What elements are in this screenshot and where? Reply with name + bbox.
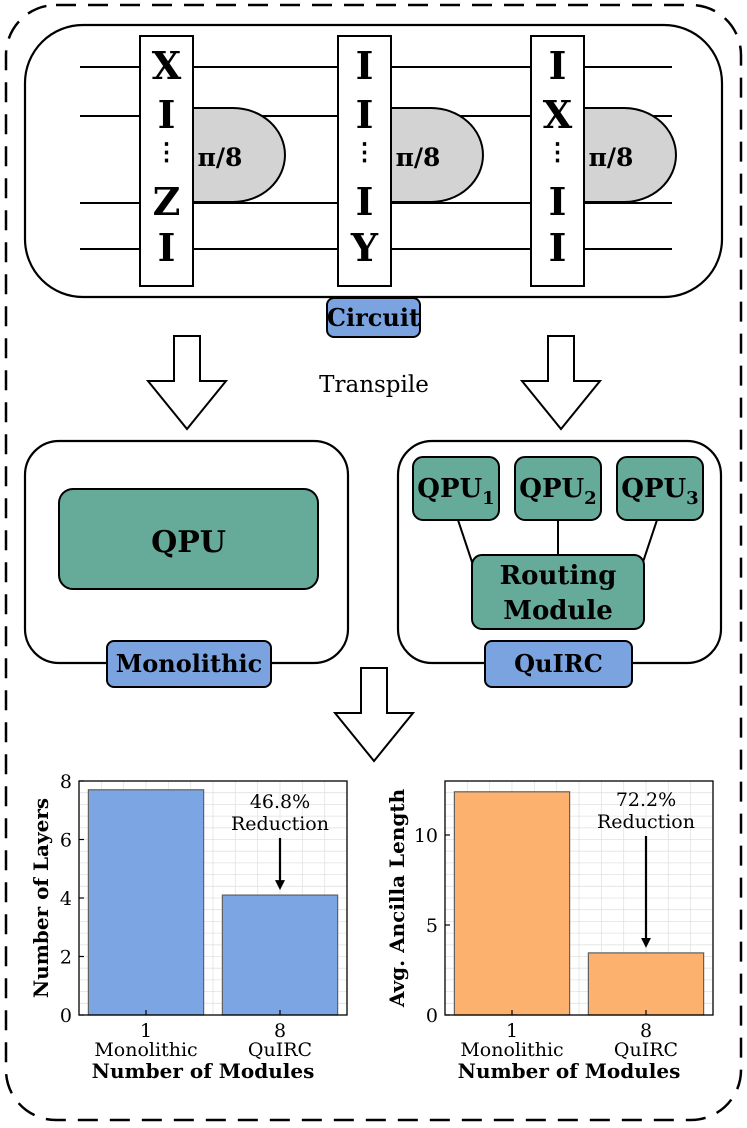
annotation-percent: 46.8% <box>250 791 310 813</box>
y-axis-label: Number of Layers <box>29 798 53 998</box>
qpu-module: QPU3 <box>616 456 704 521</box>
qpu-name: QPU <box>621 474 686 504</box>
rotation-dome <box>192 107 286 203</box>
qpu-index: 2 <box>584 488 597 509</box>
x-axis-label: Number of Modules <box>458 1059 681 1083</box>
rotation-dome <box>583 107 677 203</box>
pauli-operator: I <box>356 92 374 137</box>
qpu-name: QPU <box>417 474 482 504</box>
vertical-ellipsis: ⋮ <box>155 137 179 166</box>
pauli-operator: I <box>158 225 176 270</box>
qpu-label: QPU2 <box>519 474 596 509</box>
annotation-reduction: Reduction <box>231 813 329 835</box>
annotation-reduction: Reduction <box>597 811 695 833</box>
qpu-index: 1 <box>482 488 495 509</box>
pauli-operator: I <box>549 43 567 88</box>
pauli-rotation-gates: π/8XI⋮ZIπ/8II⋮IYπ/8IX⋮II <box>139 35 677 287</box>
pauli-operator: I <box>549 225 567 270</box>
annotation-percent: 72.2% <box>616 789 676 811</box>
down-arrow-results <box>332 667 416 763</box>
rotation-angle-label: π/8 <box>589 143 634 172</box>
pauli-operator: I <box>549 179 567 224</box>
qpu-module: QPU1 <box>412 456 500 521</box>
y-axis-label: Avg. Ancilla Length <box>385 788 409 1008</box>
down-arrow-right <box>519 335 603 431</box>
transpile-label: Transpile <box>319 372 429 398</box>
y-tick-label: 8 <box>60 771 72 793</box>
x-tick-sublabel: Monolithic <box>94 1039 197 1061</box>
pauli-operator: I <box>158 92 176 137</box>
pauli-operator: X <box>152 43 182 88</box>
down-arrow-left <box>145 335 229 431</box>
pauli-gate: π/8XI⋮ZI <box>139 35 286 287</box>
qpu-box <box>514 456 602 521</box>
qpu-name: QPU <box>519 474 584 504</box>
pauli-string-box <box>530 35 585 287</box>
pauli-operator: X <box>543 92 573 137</box>
monolithic-qpu-box <box>58 488 319 590</box>
dashed-outer-frame <box>4 3 743 1122</box>
y-tick-label: 5 <box>426 915 438 937</box>
bar <box>453 791 571 1016</box>
routing-module-label-line2: Module <box>503 596 613 626</box>
x-tick-label: 8 <box>640 1020 652 1042</box>
pauli-operator: Z <box>153 179 181 224</box>
bar <box>87 789 205 1016</box>
y-tick-label: 6 <box>60 830 72 852</box>
monolithic-panel: QPU Monolithic <box>23 439 350 688</box>
bar <box>587 952 705 1016</box>
x-tick-label: 1 <box>140 1020 152 1042</box>
rotation-dome <box>390 107 484 203</box>
bar <box>221 894 339 1016</box>
qpu-module: QPU2 <box>514 456 602 521</box>
qpu-box <box>412 456 500 521</box>
x-axis-label: Number of Modules <box>92 1059 315 1083</box>
quirc-label: QuIRC <box>514 649 603 678</box>
routing-module-box <box>471 554 645 630</box>
qpu-label: QPU3 <box>621 474 698 509</box>
y-tick-label: 0 <box>426 1005 438 1027</box>
y-tick-label: 2 <box>60 947 72 969</box>
rotation-angle-label: π/8 <box>198 143 243 172</box>
transpile-arrows <box>145 335 603 431</box>
pauli-string-box <box>337 35 392 287</box>
qpu-index: 3 <box>686 488 699 509</box>
x-tick-sublabel: Monolithic <box>460 1039 563 1061</box>
connection-line <box>457 519 475 569</box>
y-tick-label: 10 <box>414 825 438 847</box>
quirc-label-box <box>484 640 633 688</box>
pauli-operator: Y <box>350 225 379 270</box>
qpu-label: QPU1 <box>417 474 494 509</box>
vertical-ellipsis: ⋮ <box>353 137 377 166</box>
routing-module-label-line1: Routing <box>500 561 617 591</box>
circuit-panel: π/8XI⋮ZIπ/8II⋮IYπ/8IX⋮II Circuit <box>23 23 724 338</box>
pauli-gate: π/8IX⋮II <box>530 35 677 287</box>
circuit-label-box <box>326 297 421 338</box>
pauli-operator: I <box>356 179 374 224</box>
x-tick-sublabel: QuIRC <box>248 1039 312 1061</box>
monolithic-label: Monolithic <box>116 649 263 678</box>
pauli-operator: I <box>356 43 374 88</box>
pauli-string-box <box>139 35 194 287</box>
y-tick-label: 4 <box>60 888 72 910</box>
x-tick-label: 8 <box>274 1020 286 1042</box>
x-tick-label: 1 <box>506 1020 518 1042</box>
rotation-angle-label: π/8 <box>396 143 441 172</box>
y-tick-label: 0 <box>60 1005 72 1027</box>
pauli-gate: π/8II⋮IY <box>337 35 484 287</box>
plot-frame <box>444 780 714 1016</box>
qpu-box <box>616 456 704 521</box>
monolithic-label-box <box>106 640 272 688</box>
monolithic-qpu-label: QPU <box>151 525 226 560</box>
x-tick-sublabel: QuIRC <box>614 1039 678 1061</box>
vertical-ellipsis: ⋮ <box>546 137 570 166</box>
plot-frame <box>78 780 348 1016</box>
circuit-label: Circuit <box>327 303 420 332</box>
